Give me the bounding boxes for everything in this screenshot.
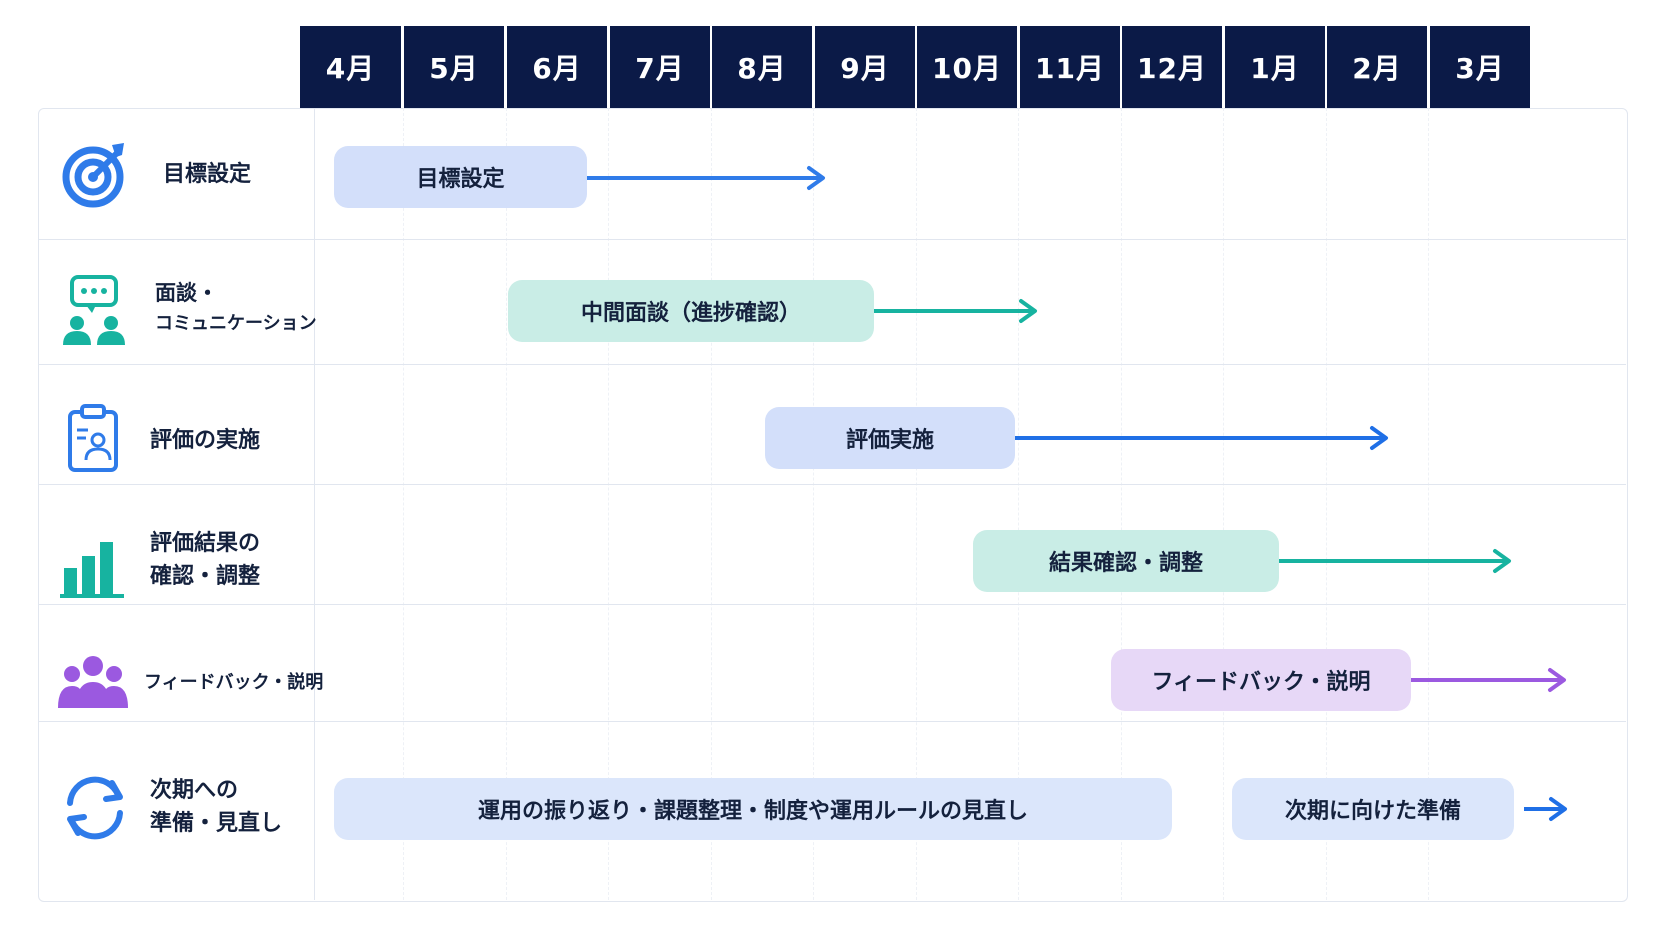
- month-header-nov: 11月: [1020, 26, 1120, 108]
- bar-chart-icon: [60, 542, 124, 598]
- month-header-may: 5月: [404, 26, 504, 108]
- row-label-next-term: 次期への 準備・見直し: [150, 778, 283, 836]
- month-header-aug: 8月: [712, 26, 812, 108]
- arrow-goal-setting: [587, 166, 825, 190]
- bar-result-review: 結果確認・調整: [973, 530, 1279, 592]
- month-gridline: [711, 108, 712, 900]
- refresh-cycle-icon: [67, 776, 123, 840]
- row-separator: [38, 239, 1626, 240]
- month-gridline: [813, 108, 814, 900]
- bar-review-operations: 運用の振り返り・課題整理・制度や運用ルールの見直し: [334, 778, 1172, 840]
- row-separator: [38, 484, 1626, 485]
- month-gridline: [916, 108, 917, 900]
- row-label-column: [38, 108, 315, 900]
- arrow-interview: [874, 299, 1037, 323]
- month-gridline: [506, 108, 507, 900]
- bar-next-term-prep: 次期に向けた準備: [1232, 778, 1514, 840]
- month-header-apr: 4月: [300, 26, 401, 108]
- schedule-panel: [38, 108, 1628, 902]
- row-separator: [38, 364, 1626, 365]
- month-header-jun: 6月: [507, 26, 607, 108]
- month-gridline: [1428, 108, 1429, 900]
- row-label-evaluation: 評価の実施: [150, 428, 261, 453]
- month-gridline: [608, 108, 609, 900]
- month-header-jan: 1月: [1225, 26, 1325, 108]
- month-gridline: [403, 108, 404, 900]
- row-label-feedback: フィードバック・説明: [144, 672, 324, 693]
- month-gridline: [1326, 108, 1327, 900]
- month-header-mar: 3月: [1430, 26, 1530, 108]
- month-gridline: [1121, 108, 1122, 900]
- month-header-feb: 2月: [1327, 26, 1427, 108]
- month-gridline: [1018, 108, 1019, 900]
- month-gridline: [1223, 108, 1224, 900]
- clipboard-person-icon: [68, 404, 118, 472]
- bar-evaluation: 評価実施: [765, 407, 1015, 469]
- row-separator: [38, 721, 1626, 722]
- bar-goal-setting: 目標設定: [334, 146, 587, 208]
- bar-interview: 中間面談（進捗確認）: [508, 280, 874, 342]
- group-people-icon: [58, 656, 128, 708]
- month-header-dec: 12月: [1122, 26, 1222, 108]
- arrow-evaluation: [1015, 426, 1388, 450]
- arrow-result-review: [1279, 549, 1511, 573]
- arrow-next-term: [1524, 797, 1567, 821]
- month-header-jul: 7月: [610, 26, 710, 108]
- chat-people-icon: [63, 275, 125, 345]
- row-separator: [38, 604, 1626, 605]
- row-label-result-review: 評価結果の 確認・調整: [150, 531, 261, 589]
- bar-feedback: フィードバック・説明: [1111, 649, 1411, 711]
- month-header-sep: 9月: [815, 26, 915, 108]
- month-header-oct: 10月: [917, 26, 1017, 108]
- target-icon: [62, 143, 124, 208]
- row-label-interview: 面談・ コミュニケーション: [155, 281, 317, 334]
- arrow-feedback: [1411, 668, 1566, 692]
- row-label-goal-setting: 目標設定: [163, 162, 252, 187]
